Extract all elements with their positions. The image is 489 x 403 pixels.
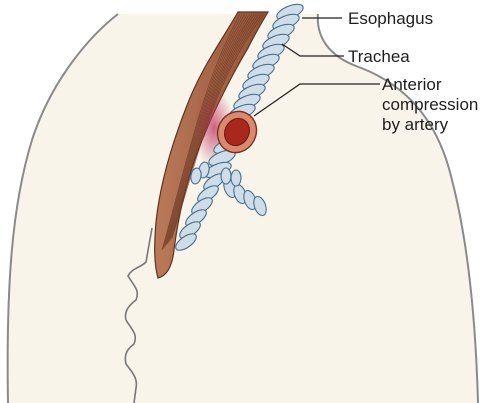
muscle-fiber [164, 13, 248, 247]
body-outline-left [6, 13, 119, 403]
label-compression-line3: by artery [382, 115, 449, 134]
muscle-fiber [166, 13, 253, 245]
spine-contour [124, 227, 153, 403]
muscle-fiber [168, 13, 258, 242]
trachea [175, 3, 304, 251]
artery-cross-section-icon [216, 110, 258, 154]
muscle-fiber [162, 13, 243, 249]
muscle-fiber [171, 13, 265, 239]
trachea-ring [230, 169, 242, 187]
label-trachea: Trachea [348, 47, 410, 66]
muscle-fiber [161, 13, 241, 251]
muscle-fiber [167, 13, 255, 243]
trachea-ring [190, 167, 202, 185]
muscle-fiber [169, 13, 260, 241]
trachea-ring [253, 195, 267, 217]
body-outline-right [316, 13, 479, 403]
trachea-ring [175, 233, 197, 251]
muscle-fiber [170, 13, 262, 240]
esophagus-muscle [154, 11, 270, 279]
label-compression-line1: Anterior [382, 75, 442, 94]
body-silhouette [7, 14, 479, 403]
label-esophagus: Esophagus [348, 9, 433, 28]
trachea-leader-line [281, 43, 344, 57]
trachea-ring [220, 167, 232, 185]
compression-leader-line [253, 83, 380, 117]
label-compression-line2: compression [382, 95, 478, 114]
muscle-fiber [165, 13, 250, 246]
muscle-fiber [163, 13, 246, 248]
